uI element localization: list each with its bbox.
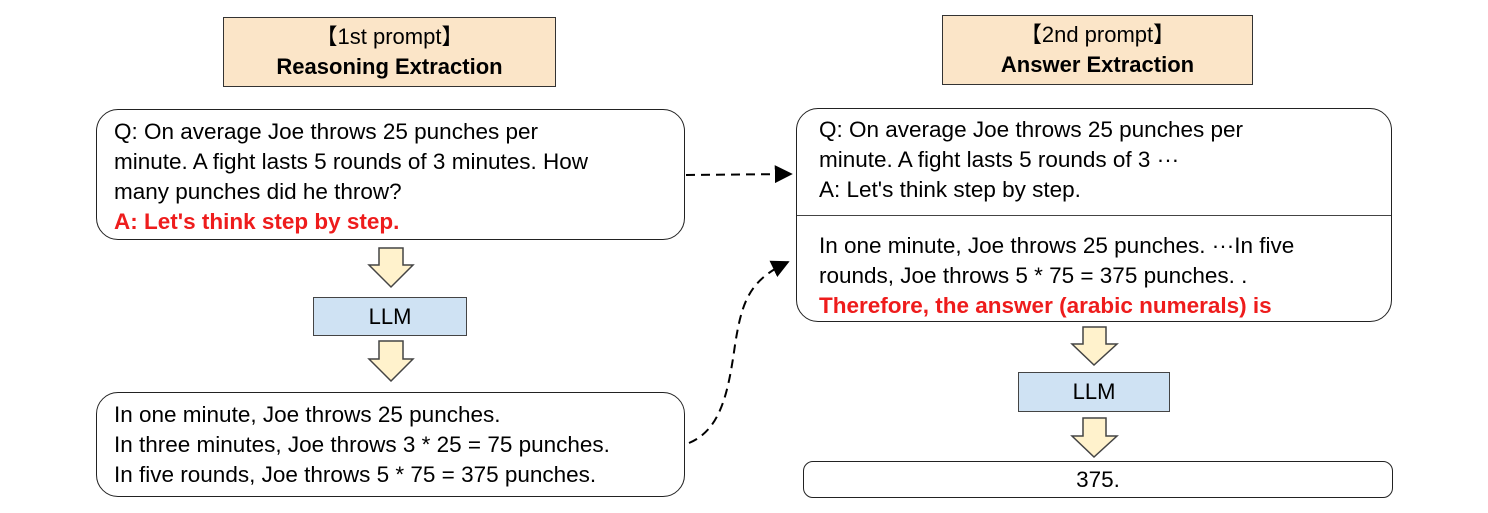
reasoning-line: In five rounds, Joe throws 5 * 75 = 375 … [114, 462, 597, 487]
llm-label: LLM [368, 303, 412, 329]
answer-text: 375. [1076, 466, 1120, 492]
question-text: Q: On average Joe throws 25 punches per … [114, 117, 588, 237]
question-line: minute. A fight lasts 5 rounds of 3 minu… [114, 149, 588, 174]
right-header-box: 【2nd prompt】 Answer Extraction [942, 15, 1253, 85]
question-line: Q: On average Joe throws 25 punches per [114, 119, 538, 144]
right-header-title: Answer Extraction [1000, 52, 1195, 77]
prompt-top-line: minute. A fight lasts 5 rounds of 3 ··· [819, 147, 1180, 172]
answer-box: 375. [803, 461, 1393, 498]
llm-box-left: LLM [313, 297, 467, 336]
down-arrow-icon [367, 247, 415, 289]
trigger-text: A: Let's think step by step. [114, 209, 400, 234]
prompt-bottom-line: rounds, Joe throws 5 * 75 = 375 punches.… [819, 263, 1248, 288]
left-header-label: 【1st prompt】 [315, 24, 464, 49]
prompt-top-line: Q: On average Joe throws 25 punches per [819, 117, 1243, 142]
prompt-top-line: A: Let's think step by step. [819, 177, 1081, 202]
left-header-title: Reasoning Extraction [276, 54, 503, 79]
prompt-bottom-line: In one minute, Joe throws 25 punches. ··… [819, 233, 1295, 258]
reasoning-text: In one minute, Joe throws 25 punches. In… [114, 400, 610, 490]
left-header-box: 【1st prompt】 Reasoning Extraction [223, 17, 556, 87]
reasoning-line: In one minute, Joe throws 25 punches. [114, 402, 501, 427]
question-line: many punches did he throw? [114, 179, 402, 204]
right-header-label: 【2nd prompt】 [1019, 22, 1176, 47]
llm-box-right: LLM [1018, 372, 1170, 412]
prompt-divider [797, 215, 1391, 216]
down-arrow-icon [1070, 417, 1119, 459]
llm-label: LLM [1072, 379, 1116, 404]
reasoning-line: In three minutes, Joe throws 3 * 25 = 75… [114, 432, 610, 457]
down-arrow-icon [367, 340, 415, 383]
answer-trigger-text: Therefore, the answer (arabic numerals) … [819, 293, 1272, 318]
dashed-arrow-icon [685, 165, 793, 184]
down-arrow-icon [1070, 326, 1119, 367]
reasoning-output-box: In one minute, Joe throws 25 punches. In… [96, 392, 685, 497]
question-box: Q: On average Joe throws 25 punches per … [96, 109, 685, 240]
dashed-curve-arrow-icon [688, 260, 790, 444]
prompt-top-text: Q: On average Joe throws 25 punches per … [819, 115, 1243, 205]
second-prompt-box: Q: On average Joe throws 25 punches per … [796, 108, 1392, 322]
prompt-bottom-text: In one minute, Joe throws 25 punches. ··… [819, 231, 1294, 321]
